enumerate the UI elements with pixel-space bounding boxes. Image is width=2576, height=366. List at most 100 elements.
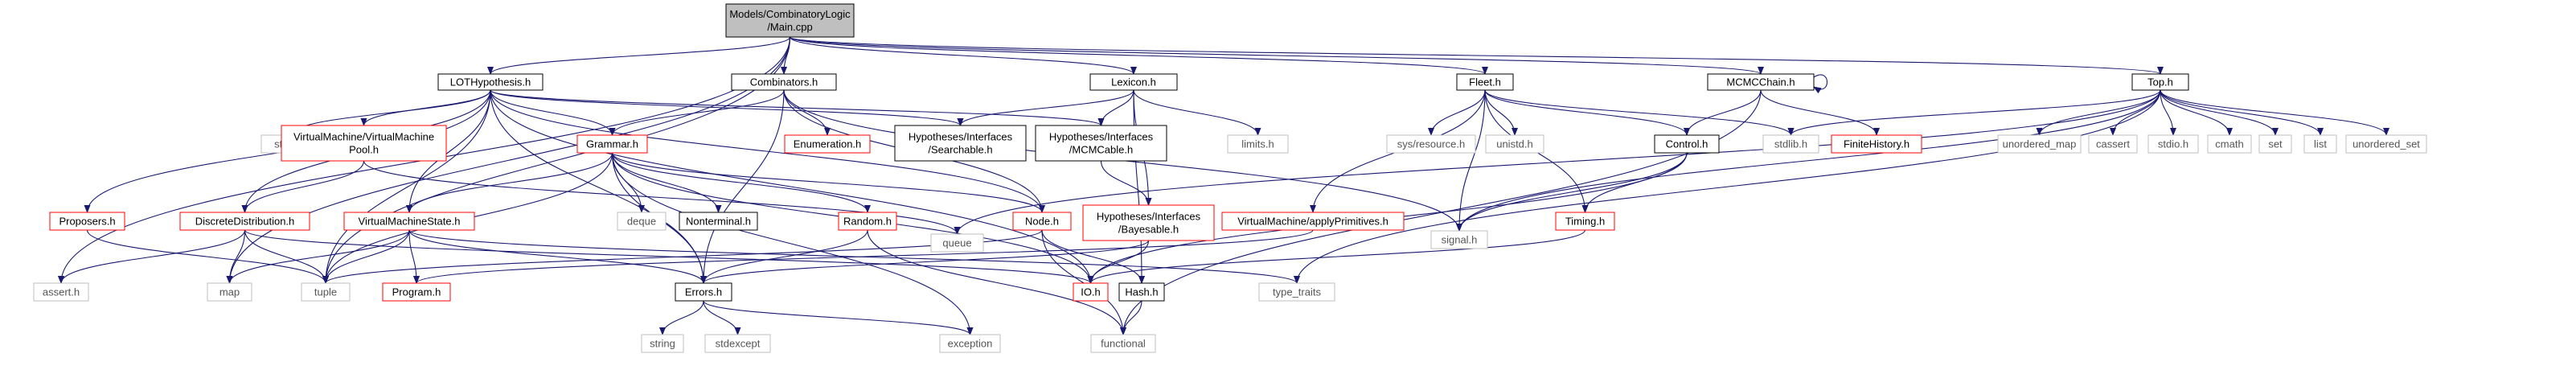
node-control-box <box>1654 134 1720 154</box>
node-exception[interactable]: exception <box>939 334 1001 353</box>
node-discrete-box <box>179 212 310 231</box>
node-mcmc[interactable]: MCMCChain.h <box>1707 73 1815 91</box>
node-errors-box <box>675 282 732 302</box>
node-set-label: set <box>2268 138 2283 150</box>
edge-discrete-to-map <box>226 229 246 284</box>
edge-top-to-queue <box>954 89 2161 235</box>
node-grammar-box <box>576 134 648 154</box>
node-vmstate[interactable]: VirtualMachineState.h <box>343 212 475 231</box>
node-top[interactable]: Top.h <box>2131 73 2189 91</box>
node-searchable[interactable]: Hypotheses/Interfaces/Searchable.h <box>894 125 1027 162</box>
edge-discrete-to-asserth <box>58 229 246 284</box>
node-cassert-box <box>2088 134 2138 154</box>
node-uset[interactable]: unordered_set <box>2345 134 2427 154</box>
node-enum[interactable]: Enumeration.h <box>784 134 871 154</box>
node-map-label: map <box>219 286 240 298</box>
edge-grammar-to-node <box>611 152 1045 213</box>
node-strings[interactable]: string <box>641 334 684 353</box>
node-finhist-box <box>1831 134 1922 154</box>
node-list[interactable]: list <box>2303 134 2337 154</box>
node-finhist[interactable]: FiniteHistory.h <box>1831 134 1922 154</box>
node-unistd[interactable]: unistd.h <box>1485 134 1544 154</box>
node-sysres[interactable]: sys/resource.h <box>1386 134 1476 154</box>
node-map[interactable]: map <box>207 282 252 302</box>
node-lot[interactable]: LOTHypothesis.h <box>437 73 544 91</box>
node-io[interactable]: IO.h <box>1073 282 1109 302</box>
node-stdio-box <box>2147 134 2199 154</box>
edge-top-to-list <box>2160 89 2324 136</box>
node-functional[interactable]: functional <box>1090 334 1156 353</box>
node-program[interactable]: Program.h <box>382 282 451 302</box>
node-fleet-label: Fleet.h <box>1469 76 1501 88</box>
node-signal[interactable]: signal.h <box>1430 230 1488 249</box>
node-node[interactable]: Node.h <box>1012 212 1072 231</box>
node-queue[interactable]: queue <box>930 233 984 253</box>
node-stdlib[interactable]: stdlib.h <box>1762 134 1819 154</box>
node-queue-box <box>930 233 984 253</box>
node-lot-label: LOTHypothesis.h <box>450 76 531 88</box>
node-discrete[interactable]: DiscreteDistribution.h <box>179 212 310 231</box>
node-stdlib-box <box>1762 134 1819 154</box>
node-timing[interactable]: Timing.h <box>1555 212 1615 231</box>
node-nonterm-label: Nonterminal.h <box>686 216 751 228</box>
node-proposers[interactable]: Proposers.h <box>49 212 125 231</box>
edge-lot-to-grammar <box>490 89 616 136</box>
node-limits[interactable]: limits.h <box>1227 134 1289 154</box>
node-mcmcable[interactable]: Hypotheses/Interfaces/MCMCable.h <box>1035 125 1167 162</box>
node-lex[interactable]: Lexicon.h <box>1089 73 1178 91</box>
edge-lot-to-node <box>490 89 1045 213</box>
edge-applyprim-to-program <box>413 229 1314 284</box>
node-set[interactable]: set <box>2258 134 2292 154</box>
node-typetraits[interactable]: type_traits <box>1258 282 1335 302</box>
node-fleet[interactable]: Fleet.h <box>1456 73 1514 91</box>
node-unistd-box <box>1485 134 1544 154</box>
node-nonterm[interactable]: Nonterminal.h <box>679 212 758 231</box>
edge-mcmc-to-mcmc <box>1813 74 1828 94</box>
node-proposers-box <box>49 212 125 231</box>
node-stdio[interactable]: stdio.h <box>2147 134 2199 154</box>
edge-mcmc-to-control <box>1684 89 1762 136</box>
node-main-label: /Main.cpp <box>767 21 812 33</box>
edge-comb-to-grammar <box>609 89 785 136</box>
node-bayesable-label: /Bayesable.h <box>1118 224 1179 236</box>
node-cassert[interactable]: cassert <box>2088 134 2138 154</box>
node-mcmcable-label: /MCMCable.h <box>1069 144 1133 156</box>
node-bayesable-box <box>1082 204 1215 241</box>
edge-top-to-uset <box>2160 89 2389 136</box>
edge-lex-to-mcmcable <box>1097 89 1134 126</box>
node-asserth[interactable]: assert.h <box>33 282 89 302</box>
edge-discrete-to-io <box>244 229 1094 284</box>
edge-errors-to-strings <box>659 300 704 335</box>
node-cmath[interactable]: cmath <box>2207 134 2252 154</box>
node-signal-box <box>1430 230 1488 249</box>
node-errors[interactable]: Errors.h <box>675 282 732 302</box>
node-sysres-box <box>1386 134 1476 154</box>
node-deque[interactable]: deque <box>617 212 667 231</box>
node-control[interactable]: Control.h <box>1654 134 1720 154</box>
node-umap[interactable]: unordered_map <box>1997 134 2082 154</box>
edge-discrete-to-tuple <box>244 229 329 284</box>
node-stdexcept[interactable]: stdexcept <box>704 334 771 353</box>
node-bayesable[interactable]: Hypotheses/Interfaces/Bayesable.h <box>1082 204 1215 241</box>
edge-random-to-functional <box>867 229 1126 335</box>
node-unistd-label: unistd.h <box>1496 138 1533 150</box>
node-applyprim[interactable]: VirtualMachine/applyPrimitives.h <box>1221 212 1405 231</box>
node-comb[interactable]: Combinators.h <box>731 73 837 91</box>
node-searchable-label: /Searchable.h <box>928 144 992 156</box>
node-tuple[interactable]: tuple <box>301 282 351 302</box>
node-random[interactable]: Random.h <box>838 212 897 231</box>
node-hash[interactable]: Hash.h <box>1118 282 1165 302</box>
node-mcmcable-box <box>1035 125 1167 162</box>
node-main[interactable]: Models/CombinatoryLogic/Main.cpp <box>725 3 855 38</box>
node-limits-label: limits.h <box>1241 138 1274 150</box>
node-mcmcable-label: Hypotheses/Interfaces <box>1049 131 1154 143</box>
edge-lot-to-searchable <box>490 89 964 126</box>
node-applyprim-label: VirtualMachine/applyPrimitives.h <box>1237 216 1388 228</box>
edge-vmstate-to-tuple <box>322 229 410 284</box>
node-deque-box <box>617 212 667 231</box>
node-tuple-box <box>301 282 351 302</box>
node-strings-label: string <box>650 338 675 350</box>
node-vmpool-box <box>281 125 447 162</box>
node-grammar[interactable]: Grammar.h <box>576 134 648 154</box>
